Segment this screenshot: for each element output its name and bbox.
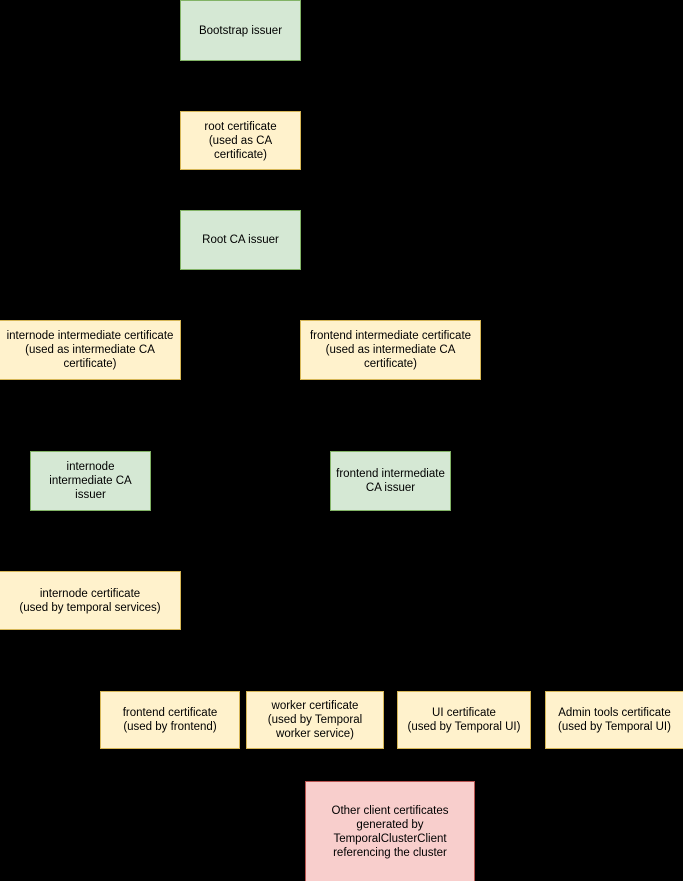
node-label: root certificate (used as CA certificate…: [204, 120, 277, 161]
edge-frontend-intermediate-ca-issuer-to-frontend-certificate: [167, 511, 391, 690]
edge-root-ca-issuer-to-internode-intermediate-certificate: [87, 270, 241, 319]
node-internode-intermediate-ca-issuer[interactable]: internode intermediate CA issuer: [30, 451, 151, 511]
node-label: internode certificate (used by temporal …: [19, 587, 161, 614]
node-label: UI certificate (used by Temporal UI): [407, 707, 521, 733]
node-frontend-intermediate-ca-issuer[interactable]: frontend intermediate CA issuer: [330, 451, 451, 511]
node-label: frontend certificate (used by frontend): [122, 707, 218, 733]
edge-internode-intermediate-certificate-to-internode-intermediate-ca-issuer: [87, 379, 94, 451]
node-root-certificate[interactable]: root certificate (used as CA certificate…: [180, 111, 301, 170]
node-label: frontend intermediate certificate (used …: [309, 330, 472, 370]
node-label: Admin tools certificate (used by Tempora…: [558, 707, 671, 733]
node-admin-tools-certificate[interactable]: Admin tools certificate (used by Tempora…: [545, 691, 683, 749]
node-other-client-certificates[interactable]: Other client certificates generated by T…: [305, 781, 475, 881]
node-label: Bootstrap issuer: [198, 24, 283, 37]
node-label: worker certificate (used by Temporal wor…: [267, 700, 363, 740]
edge-frontend-intermediate-ca-issuer-to-ui-certificate: [390, 511, 467, 690]
edge-internode-intermediate-ca-issuer-to-internode-certificate: [87, 510, 94, 571]
node-internode-intermediate-certificate[interactable]: internode intermediate certificate (used…: [0, 320, 181, 380]
node-label: internode intermediate certificate (used…: [6, 330, 174, 370]
node-frontend-intermediate-certificate[interactable]: frontend intermediate certificate (used …: [300, 320, 481, 380]
edge-frontend-intermediate-ca-issuer-to-worker-certificate: [312, 511, 391, 690]
node-label: internode intermediate CA issuer: [49, 461, 132, 501]
node-bootstrap-issuer[interactable]: Bootstrap issuer: [180, 0, 301, 61]
edge-frontend-intermediate-ca-issuer-to-admin-tools-certificate: [390, 511, 618, 690]
node-internode-certificate[interactable]: internode certificate (used by temporal …: [0, 571, 181, 630]
edge-frontend-intermediate-ca-issuer-to-other-client-certificates: [387, 510, 394, 781]
node-label: Root CA issuer: [202, 234, 279, 246]
node-ui-certificate[interactable]: UI certificate (used by Temporal UI): [397, 691, 531, 749]
node-label: frontend intermediate CA issuer: [336, 468, 445, 494]
edge-root-ca-issuer-to-frontend-intermediate-certificate: [240, 270, 394, 319]
node-label: Other client certificates generated by T…: [331, 804, 449, 859]
node-worker-certificate[interactable]: worker certificate (used by Temporal wor…: [246, 691, 384, 749]
node-root-ca-issuer[interactable]: Root CA issuer: [180, 210, 301, 270]
node-frontend-certificate[interactable]: frontend certificate (used by frontend): [100, 691, 240, 749]
